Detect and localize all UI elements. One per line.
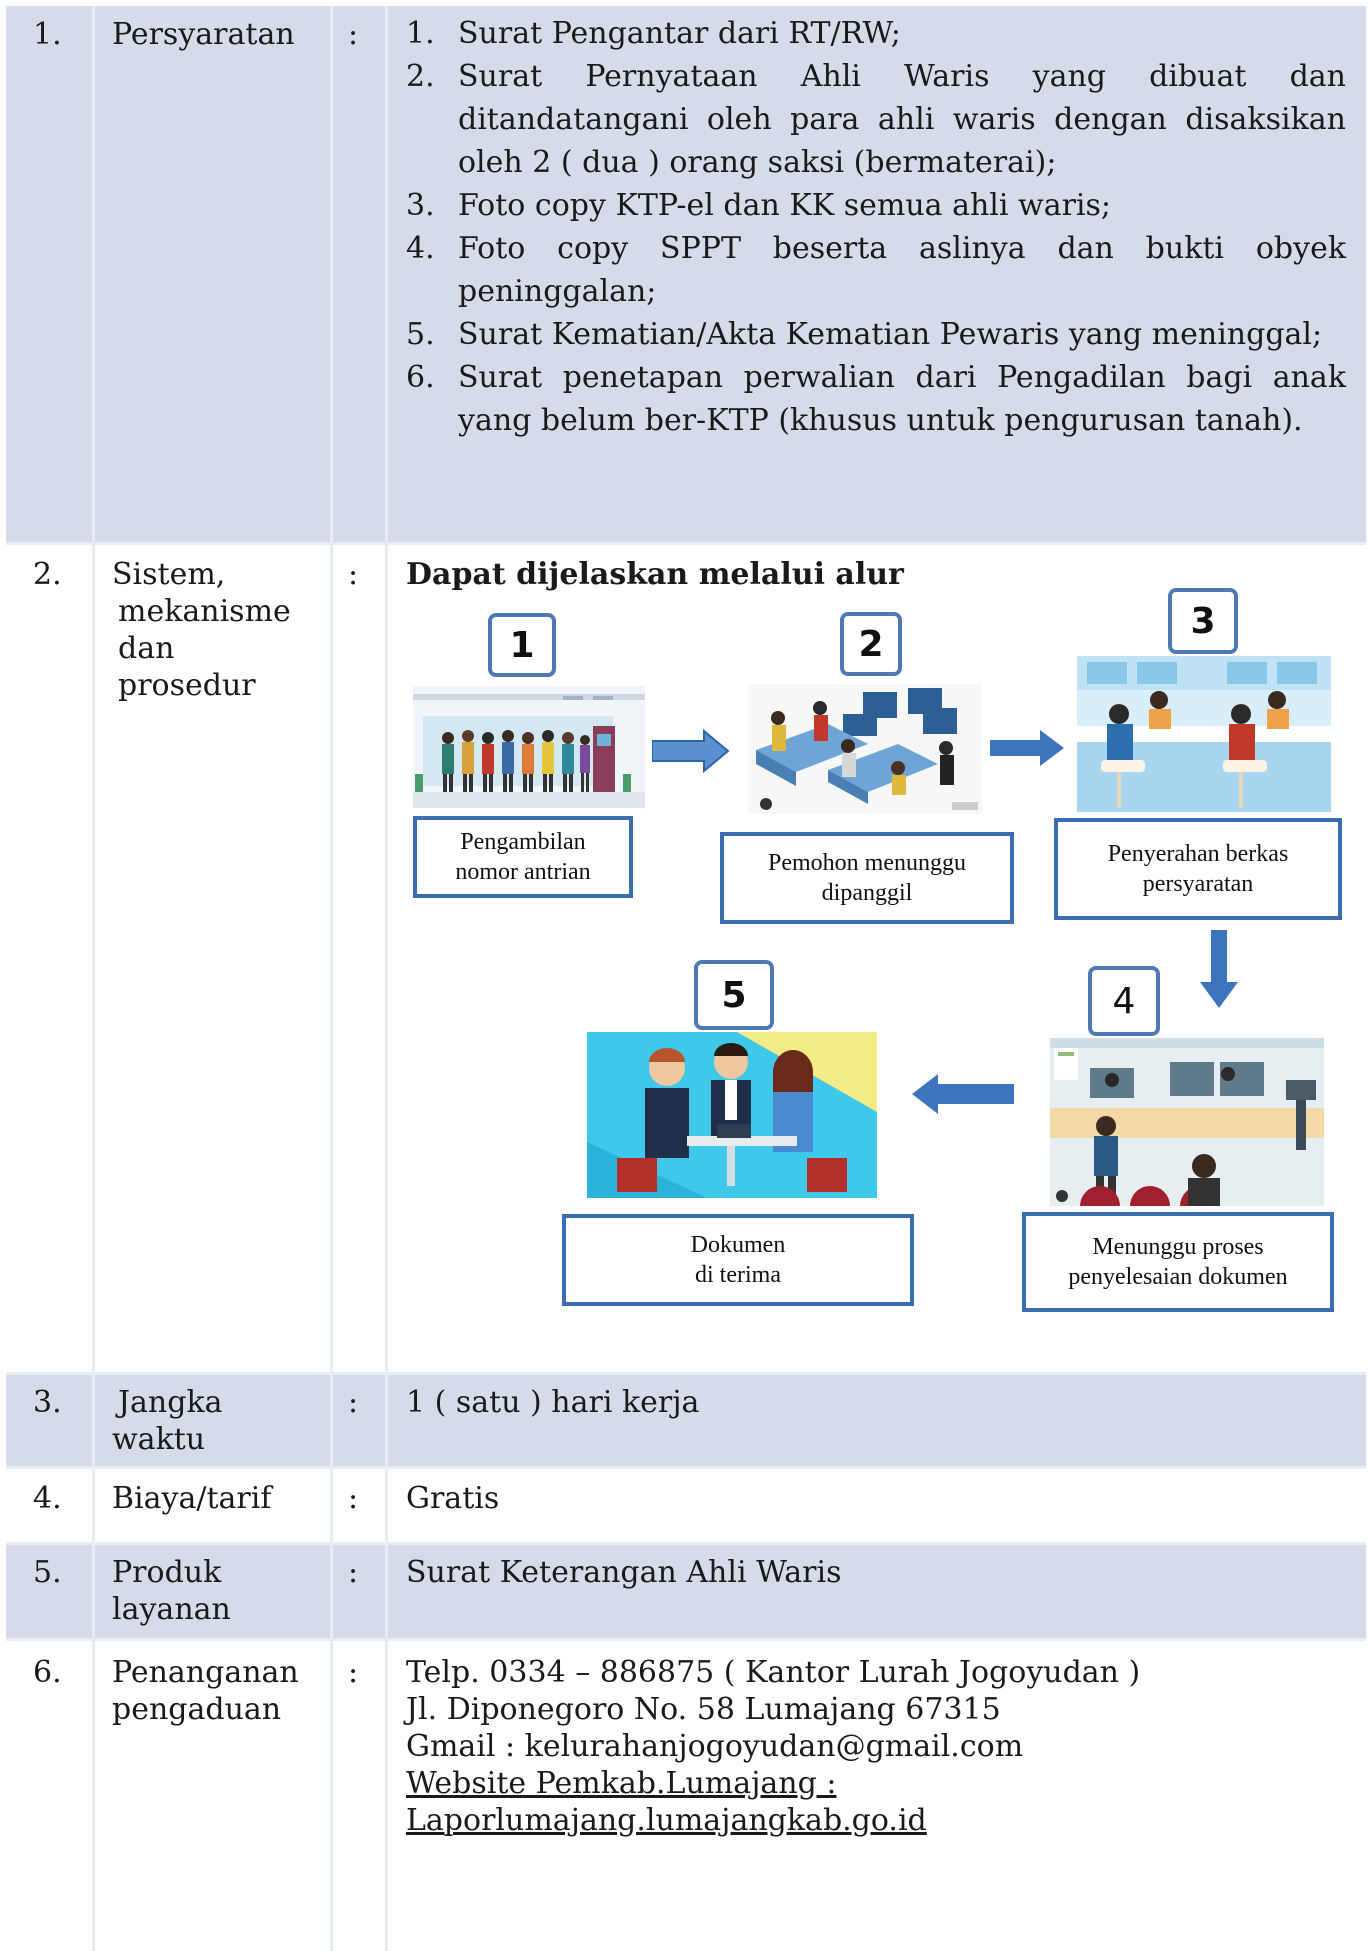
step-number-badge: 1 bbox=[488, 613, 556, 677]
row-1-band bbox=[6, 6, 1366, 544]
requirements-list: 1.Surat Pengantar dari RT/RW; 2.Surat Pe… bbox=[406, 12, 1346, 442]
website-label-link[interactable]: Website Pemkab.Lumajang : bbox=[406, 1766, 837, 1801]
complaint-phone: Telp. 0334 – 886875 ( Kantor Lurah Jogoy… bbox=[406, 1655, 1141, 1690]
requirement-item: 2.Surat Pernyataan Ahli Waris yang dibua… bbox=[406, 59, 1346, 180]
row-value: 1 ( satu ) hari kerja bbox=[406, 1385, 700, 1420]
flow-arrow-right-icon bbox=[651, 728, 730, 774]
row-label-line: pengaduan bbox=[112, 1692, 282, 1727]
caption-line: penyelesaian dokumen bbox=[1068, 1264, 1288, 1290]
caption-line: nomor antrian bbox=[455, 859, 591, 885]
row-colon: : bbox=[348, 557, 359, 592]
row-label-line: dan bbox=[118, 631, 175, 666]
row-label-line: mekanisme bbox=[118, 594, 291, 629]
document-received-illustration bbox=[587, 1032, 877, 1198]
row-4-band bbox=[6, 1468, 1366, 1544]
row-label: Penanganan pengaduan bbox=[112, 1654, 299, 1728]
row-3-band bbox=[6, 1374, 1366, 1468]
complaint-address: Jl. Diponegoro No. 58 Lumajang 67315 bbox=[406, 1692, 1001, 1727]
row-label-line: Sistem, bbox=[112, 557, 226, 592]
caption-line: Pengambilan bbox=[460, 829, 586, 855]
row-label-line: Penanganan bbox=[112, 1655, 299, 1690]
complaint-contact: Telp. 0334 – 886875 ( Kantor Lurah Jogoy… bbox=[406, 1654, 1346, 1839]
row-6-band bbox=[6, 1640, 1366, 1951]
flow-title: Dapat dijelaskan melalui alur bbox=[406, 557, 904, 592]
column-divider bbox=[330, 6, 333, 1951]
row-colon: : bbox=[348, 1655, 359, 1690]
caption-line: dipanggil bbox=[821, 880, 913, 906]
requirement-item: 6.Surat penetapan perwalian dari Pengadi… bbox=[406, 360, 1346, 438]
row-label: Jangka waktu bbox=[112, 1384, 223, 1458]
row-label: Biaya/tarif bbox=[112, 1481, 272, 1516]
row-number: 3. bbox=[33, 1385, 62, 1420]
step-caption: Penyerahan berkas persyaratan bbox=[1054, 818, 1342, 920]
row-value: Surat Keterangan Ahli Waris bbox=[406, 1555, 842, 1590]
step-number-badge: 2 bbox=[840, 612, 902, 676]
step-caption: Dokumen di terima bbox=[562, 1214, 914, 1306]
caption-line: di terima bbox=[695, 1262, 781, 1288]
caption-line: Dokumen bbox=[690, 1232, 786, 1258]
step-caption: Pengambilan nomor antrian bbox=[413, 816, 633, 898]
flow-arrow-down-icon bbox=[1198, 930, 1240, 1010]
row-label: Produk layanan bbox=[112, 1554, 231, 1628]
row-number: 1. bbox=[33, 17, 62, 52]
queue-ticket-illustration bbox=[413, 686, 645, 808]
row-colon: : bbox=[348, 1385, 359, 1420]
row-label-line: Produk bbox=[112, 1555, 222, 1590]
row-label: Sistem, mekanisme dan prosedur bbox=[112, 556, 291, 704]
column-divider bbox=[92, 6, 95, 1951]
flow-arrow-right-icon bbox=[990, 728, 1066, 768]
document-processing-illustration bbox=[1050, 1038, 1324, 1206]
row-separator bbox=[6, 1542, 1366, 1545]
row-number: 4. bbox=[33, 1481, 62, 1516]
row-colon: : bbox=[348, 1481, 359, 1516]
document-submission-illustration bbox=[1077, 656, 1331, 812]
row-separator bbox=[6, 1638, 1366, 1641]
caption-line: Pemohon menunggu bbox=[768, 850, 966, 876]
row-label-line: Jangka bbox=[118, 1385, 223, 1420]
row-label-line: waktu bbox=[112, 1422, 206, 1457]
caption-line: Penyerahan berkas bbox=[1107, 841, 1289, 867]
row-colon: : bbox=[348, 1555, 359, 1590]
row-separator bbox=[6, 542, 1366, 545]
step-number-badge: 5 bbox=[694, 960, 774, 1030]
step-number-badge: 3 bbox=[1168, 588, 1238, 654]
requirement-item: 4.Foto copy SPPT beserta aslinya dan buk… bbox=[406, 231, 1346, 309]
row-separator bbox=[6, 1372, 1366, 1375]
row-number: 5. bbox=[33, 1555, 62, 1590]
caption-line: persyaratan bbox=[1142, 871, 1254, 897]
column-divider bbox=[385, 6, 388, 1951]
step-caption: Menunggu proses penyelesaian dokumen bbox=[1022, 1212, 1334, 1312]
waiting-room-illustration bbox=[748, 684, 982, 814]
row-number: 6. bbox=[33, 1655, 62, 1690]
caption-line: Menunggu proses bbox=[1092, 1234, 1264, 1260]
requirement-item: 1.Surat Pengantar dari RT/RW; bbox=[406, 16, 901, 51]
step-number-badge: 4 bbox=[1088, 966, 1160, 1036]
row-label-line: layanan bbox=[112, 1592, 231, 1627]
website-url-link[interactable]: Laporlumajang.lumajangkab.go.id bbox=[406, 1803, 927, 1838]
flow-arrow-left-icon bbox=[910, 1072, 1014, 1116]
step-caption: Pemohon menunggu dipanggil bbox=[720, 832, 1014, 924]
row-separator bbox=[6, 1466, 1366, 1469]
row-5-band bbox=[6, 1544, 1366, 1640]
row-value: Gratis bbox=[406, 1481, 500, 1516]
complaint-gmail: Gmail : kelurahanjogoyudan@gmail.com bbox=[406, 1729, 1024, 1764]
requirement-item: 3.Foto copy KTP-el dan KK semua ahli war… bbox=[406, 188, 1112, 223]
row-label: Persyaratan bbox=[112, 17, 295, 52]
row-colon: : bbox=[348, 17, 359, 52]
row-label-line: prosedur bbox=[118, 668, 256, 703]
row-number: 2. bbox=[33, 557, 62, 592]
requirement-item: 5.Surat Kematian/Akta Kematian Pewaris y… bbox=[406, 317, 1323, 352]
